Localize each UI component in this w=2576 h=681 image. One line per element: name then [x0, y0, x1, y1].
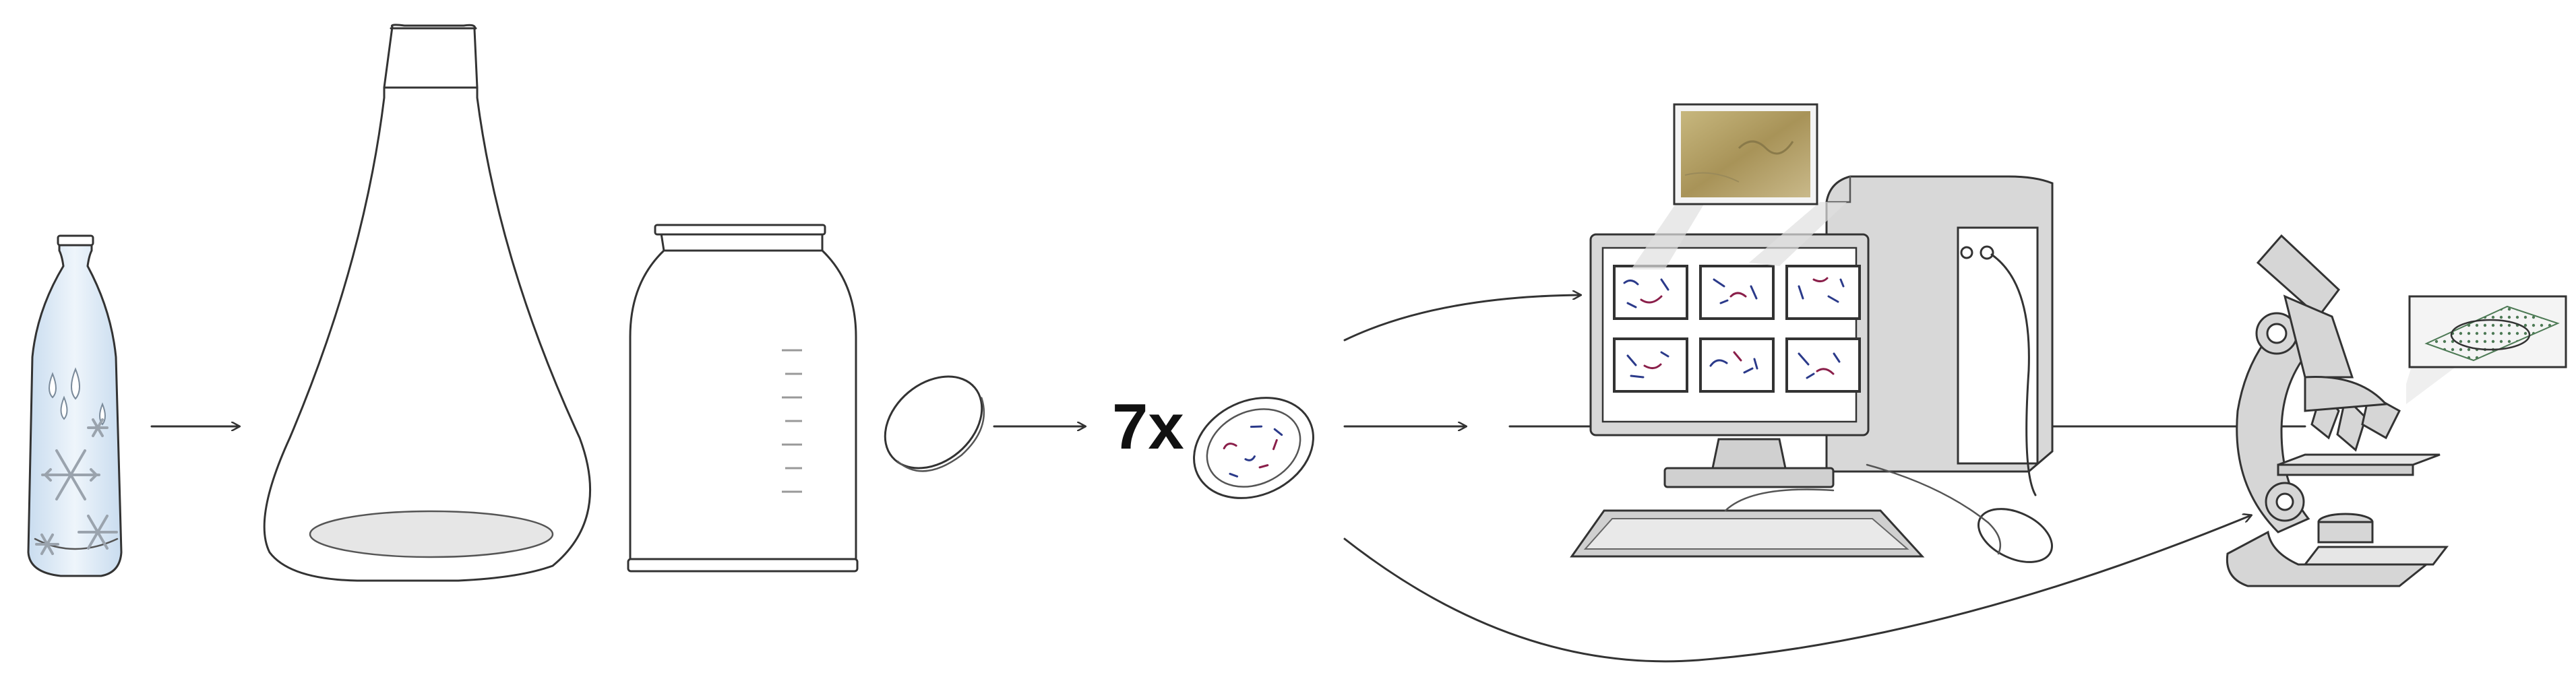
filter-membrane-icon — [884, 375, 985, 472]
fiber-mark — [1660, 351, 1669, 358]
thumbnail-frame — [1785, 265, 1861, 320]
fiber-mark — [1839, 278, 1845, 288]
stage-plate — [2277, 453, 2441, 466]
fiber-mark — [1640, 295, 1663, 304]
multiplier-label: 7x — [1112, 391, 1184, 463]
slide-callout — [2406, 295, 2567, 404]
screen-grid — [1613, 265, 1861, 393]
fiber-mark — [1643, 363, 1662, 369]
computer-icon — [1570, 175, 2054, 563]
graduation-marks — [782, 349, 802, 493]
snowflake-icon — [35, 418, 118, 555]
water-drop-icon — [49, 367, 106, 426]
fiber-mark — [1827, 295, 1839, 303]
fiber-mark — [1743, 367, 1754, 374]
thumbnail-frame — [1699, 337, 1775, 393]
fiber-mark — [1798, 352, 1810, 366]
power-button-icon — [1960, 246, 1973, 259]
fiber-mark — [1816, 368, 1835, 375]
eyepiece-icon — [2256, 234, 2341, 319]
fiber-mark — [1626, 302, 1637, 309]
fiber-mark — [1729, 292, 1747, 298]
screen-thumbnail — [1613, 265, 1688, 320]
fiber-mark — [1713, 278, 1725, 288]
screen-thumbnail — [1613, 337, 1688, 393]
microscope-icon — [2226, 234, 2449, 587]
fiber-mark — [1753, 358, 1758, 370]
thumbnail-frame — [1613, 265, 1688, 320]
fiber-mark — [1750, 285, 1758, 300]
fiber-mark — [1709, 359, 1728, 367]
tower-panel — [1957, 226, 2039, 465]
water-bottle-icon — [27, 234, 123, 577]
screen-thumbnail — [1699, 265, 1775, 320]
fiber-mark — [1626, 354, 1637, 366]
fiber-mark — [1719, 299, 1729, 304]
fiber-mark — [1798, 285, 1804, 300]
filtration-jar-icon — [627, 224, 859, 573]
mouse-icon — [1866, 463, 2053, 563]
fiber-mark — [1630, 375, 1645, 379]
thumbnail-frame — [1785, 337, 1861, 393]
fiber-mark — [1812, 277, 1829, 283]
screen-thumbnail — [1785, 265, 1861, 320]
fiber-mark — [1660, 278, 1669, 291]
thumbnail-frame — [1613, 337, 1688, 393]
petri-dish-icon — [1193, 397, 1314, 499]
fiber-mark — [1623, 280, 1639, 286]
fiber-mark — [1733, 351, 1742, 362]
screen-thumbnail — [1699, 337, 1775, 393]
erlenmeyer-flask-icon — [263, 24, 592, 582]
fiber-mark — [1833, 352, 1841, 363]
fiber-mark — [1806, 372, 1815, 379]
micrograph-image — [1681, 111, 1810, 197]
screen-thumbnail — [1785, 337, 1861, 393]
micrograph-callout — [1631, 103, 1847, 269]
